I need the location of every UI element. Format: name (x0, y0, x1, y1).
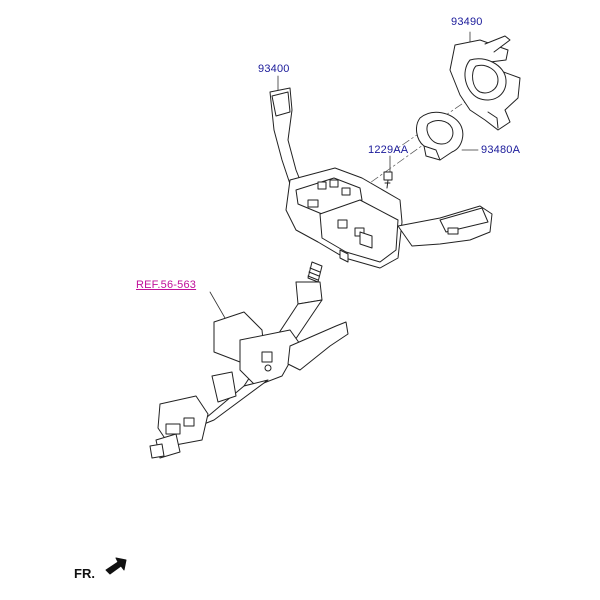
part-label-93490: 93490 (451, 16, 483, 28)
clock-spring-93490 (449, 35, 521, 131)
steering-column (149, 261, 349, 459)
front-arrow-icon (105, 557, 127, 575)
front-label: FR. (74, 566, 95, 581)
bolt-1229AA (383, 171, 393, 189)
multifunction-switch-93400 (269, 87, 493, 269)
angle-sensor-93480A (416, 111, 464, 161)
part-label-93400: 93400 (258, 63, 290, 75)
part-label-1229AA: 1229AA (368, 144, 409, 156)
part-label-93480A: 93480A (481, 144, 521, 156)
reference-label[interactable]: REF.56-563 (136, 279, 197, 291)
